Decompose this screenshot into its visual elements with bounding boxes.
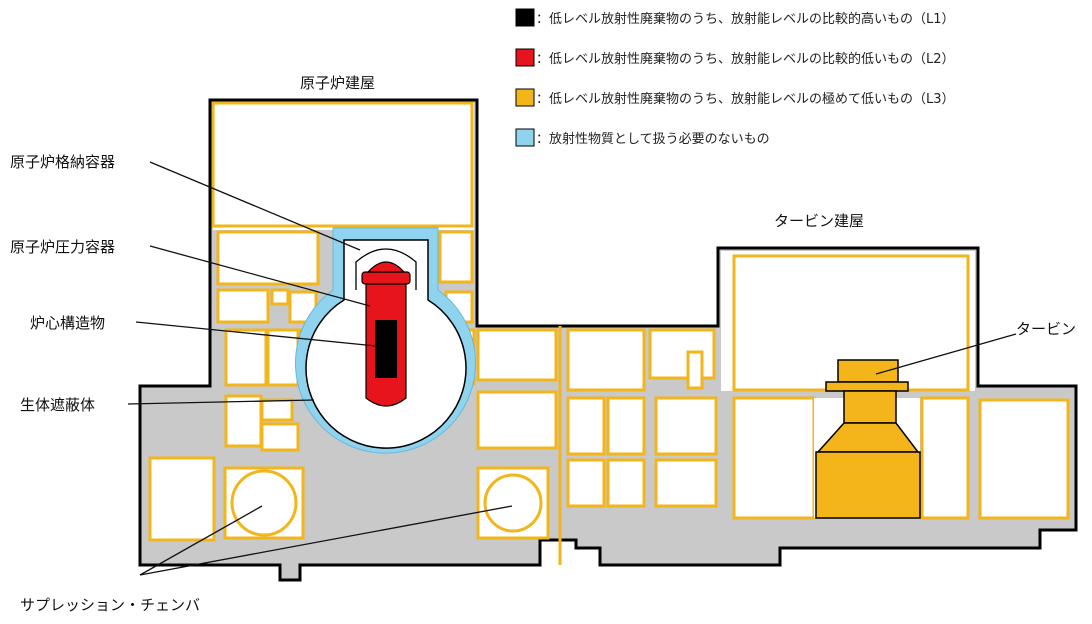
- room: [606, 396, 646, 456]
- legend-text-l2: ：低レベル放射性廃棄物のうち、放射能レベルの比較的低いもの（L2）: [536, 51, 955, 67]
- room: [260, 422, 300, 452]
- room: [606, 458, 646, 508]
- leader-containment: [149, 161, 361, 251]
- label-turbine: タービン: [1016, 320, 1076, 338]
- label-reactor-building: 原子炉建屋: [300, 74, 375, 92]
- leader-pressure-vessel: [149, 245, 371, 307]
- room: [920, 396, 970, 520]
- legend-swatch-clear: [515, 128, 535, 147]
- label-biological-shield: 生体遮蔽体: [20, 396, 95, 414]
- room: [566, 458, 606, 508]
- suppression-chamber-right: [483, 473, 543, 533]
- leader-suppression-right: [139, 505, 513, 576]
- room: [148, 456, 216, 542]
- room: [566, 328, 646, 392]
- room: [270, 288, 290, 306]
- room: [654, 458, 718, 508]
- room: [686, 350, 704, 390]
- legend-swatch-l3: [515, 88, 535, 107]
- room: [978, 398, 1070, 520]
- turbine-unit: [815, 359, 921, 519]
- room: [654, 396, 718, 456]
- room: [260, 398, 294, 422]
- leader-turbine: [875, 333, 1017, 375]
- leader-suppression-left: [139, 505, 263, 576]
- leader-shield: [127, 399, 315, 405]
- room: [648, 328, 716, 380]
- room: [476, 390, 558, 450]
- label-core-structure: 炉心構造物: [30, 314, 105, 332]
- room: [476, 328, 558, 382]
- legend-text-l1: ：低レベル放射性廃棄物のうち、放射能レベルの比較的高いもの（L1）: [536, 11, 955, 27]
- suppression-chamber-left: [230, 469, 298, 537]
- room: [438, 230, 474, 284]
- room: [211, 101, 474, 228]
- room: [224, 328, 268, 387]
- label-suppression-chamber: サプレッション・チェンバ: [20, 596, 200, 614]
- leader-core: [135, 321, 377, 347]
- core-structure: [375, 320, 397, 378]
- room: [216, 288, 270, 324]
- legend-swatch-l2: [515, 48, 535, 67]
- legend-text-clear: ：放射性物質として扱う必要のないもの: [536, 131, 770, 147]
- room: [566, 396, 606, 456]
- legend-swatch-l1: [515, 8, 535, 27]
- label-turbine-building: タービン建屋: [774, 212, 864, 230]
- room: [216, 230, 320, 286]
- label-containment-vessel: 原子炉格納容器: [10, 153, 115, 171]
- legend: ：低レベル放射性廃棄物のうち、放射能レベルの比較的高いもの（L1） ：低レベル放…: [515, 8, 955, 147]
- room: [224, 394, 263, 448]
- legend-text-l3: ：低レベル放射性廃棄物のうち、放射能レベルの極めて低いもの（L3）: [536, 91, 955, 107]
- label-pressure-vessel: 原子炉圧力容器: [10, 238, 115, 256]
- room: [732, 396, 816, 520]
